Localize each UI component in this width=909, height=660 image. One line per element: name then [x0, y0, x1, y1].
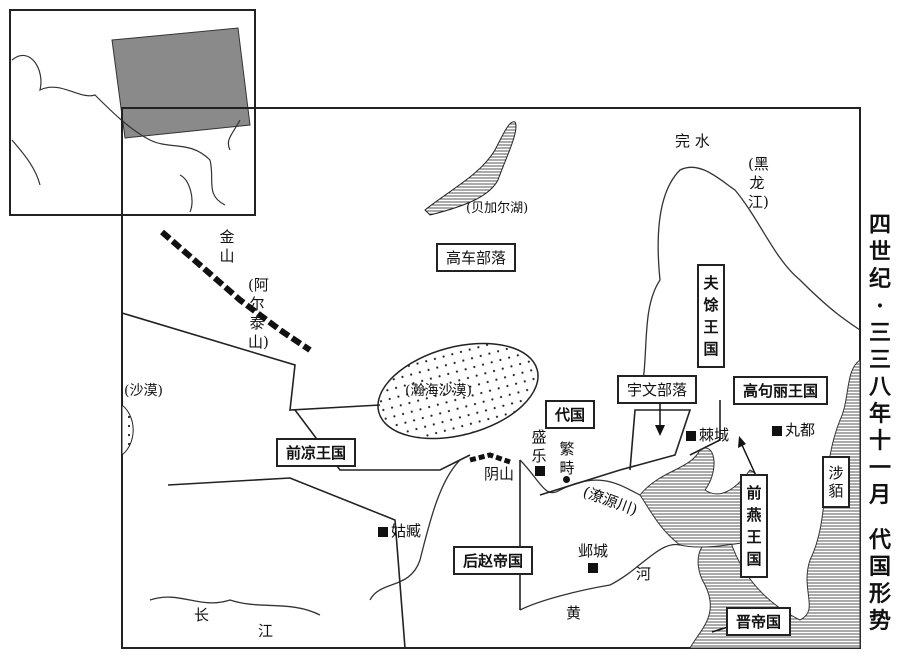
city-name: 丸都: [785, 421, 816, 439]
hanhai-desert: [377, 342, 539, 440]
city-marker-shengle: [535, 466, 545, 476]
label-changjiang-1: 长: [194, 606, 210, 624]
city-name: 棘城: [699, 426, 730, 444]
yin-mountains: [469, 452, 511, 465]
region-yuwen: 宇文部落: [617, 375, 698, 404]
altai-mountains: [160, 229, 312, 353]
region-qianliang: 前凉王国: [276, 438, 357, 467]
region-goguryeo: 高句丽王国: [733, 376, 829, 405]
yangtze-river: [149, 596, 321, 616]
region-houzhao: 后赵帝国: [453, 546, 534, 575]
sea-east: [689, 359, 861, 649]
title-part-2: 代国形势: [868, 527, 891, 634]
label-huanghe-1: 黄: [566, 604, 582, 622]
region-gaoche: 高车部落: [436, 243, 517, 272]
city-shengle: 盛乐: [531, 428, 547, 465]
label-jinshan: 金山: [219, 228, 235, 265]
yellow-river: [369, 459, 681, 611]
label-changjiang-2: 江: [258, 622, 274, 640]
heilongjiang-river: [639, 166, 861, 396]
label-altai: (阿尔泰山): [248, 276, 269, 351]
lake-baikal: [424, 121, 517, 216]
label-baikal: (贝加尔湖): [466, 201, 529, 216]
city-marker-yecheng: [588, 563, 598, 573]
city-yecheng: 邺城: [578, 542, 609, 560]
label-hanhai: (瀚海沙漠): [405, 383, 472, 399]
region-dai: 代国: [545, 400, 596, 429]
city-wandu: 丸都: [772, 419, 815, 440]
title-part-1: 四世纪·三三八年十一月: [868, 212, 891, 508]
region-jin: 晋帝国: [726, 607, 792, 636]
label-wanshui: 完 水: [675, 132, 710, 150]
city-fanzhi: 繁畤: [559, 440, 575, 477]
city-marker-fanzhi: [563, 476, 570, 483]
map-title: 四世纪·三三八年十一月 代国形势: [866, 212, 894, 635]
label-desert: (沙漠): [124, 383, 163, 399]
region-fuyu: 夫馀王国: [697, 264, 725, 368]
label-yinshan: 阴山: [484, 465, 515, 483]
west-desert: [121, 403, 134, 457]
city-marker: [378, 527, 388, 537]
political-borders: [121, 312, 721, 649]
city-jicheng: 棘城: [686, 424, 729, 445]
city-marker: [686, 431, 696, 441]
city-guzang: 姑臧: [378, 520, 421, 541]
inset-locator-map: [9, 9, 256, 216]
city-name: 姑臧: [391, 522, 422, 540]
label-heilongjiang: (黑龙江): [748, 155, 769, 211]
label-huanghe-2: 河: [636, 565, 652, 583]
region-qianyan: 前燕王国: [740, 474, 768, 578]
city-marker: [772, 426, 782, 436]
region-huimo: 涉貊: [822, 456, 850, 508]
